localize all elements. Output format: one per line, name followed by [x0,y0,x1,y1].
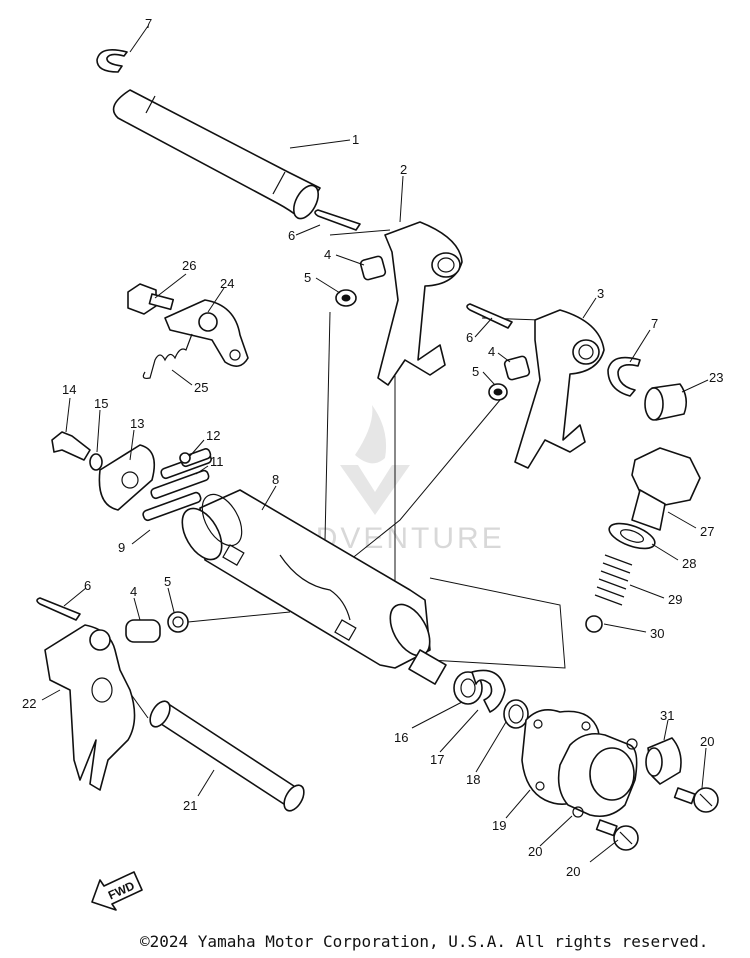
callout-5-middle: 5 [472,364,479,379]
callout-26: 26 [182,258,196,273]
collar-part [645,737,682,785]
cotter-pin-lower-part [36,597,81,621]
cover-part [557,732,638,818]
callout-21: 21 [183,798,197,813]
shaft-cap-part [644,383,688,421]
callout-15: 16 [394,730,408,745]
callout-4-middle: 4 [488,344,495,359]
callout-9: 9 [118,540,125,555]
callout-13: 14 [62,382,76,397]
callout-6-lower: 6 [84,578,91,593]
callout-10: 11 [210,454,224,469]
callout-17: 18 [466,772,480,787]
callout-2: 2 [400,162,407,177]
copyright-notice: ©2024 Yamaha Motor Corporation, U.S.A. A… [140,932,709,951]
callout-20-lower: 20 [566,864,580,879]
shift-fork-2-part [377,221,463,386]
shift-fork-shaft-lower-part [149,700,305,812]
callout-6-upper: 6 [288,228,295,243]
circlip-top-part [96,49,128,73]
callout-27: 27 [700,524,714,539]
callout-19: 20 [528,844,542,859]
callout-6-middle: 6 [466,330,473,345]
shift-fork-3-part [488,309,605,469]
callout-11: 12 [206,428,220,443]
callout-24: 24 [220,276,234,291]
callout-8: 8 [272,472,279,487]
callout-labels: 7 1 2 6 4 5 3 6 4 5 7 23 26 24 25 14 15 … [22,16,723,879]
callout-16: 17 [430,752,444,767]
cam-washers-part [453,669,529,729]
callout-20-upper: 20 [700,734,714,749]
callout-31: 31 [660,708,674,723]
circlip-right-part [607,356,641,397]
shift-fork-shaft-part [112,89,321,220]
callout-7-right: 7 [651,316,658,331]
callout-18: 19 [492,818,506,833]
guide-pin-upper-part [335,255,387,307]
callout-29: 29 [668,592,682,607]
callout-3: 3 [597,286,604,301]
callout-23: 23 [709,370,723,385]
callout-4-lower: 4 [130,584,137,599]
callout-4-upper: 4 [324,247,331,262]
callout-5-upper: 5 [304,270,311,285]
callout-30: 30 [650,626,664,641]
guide-pin-lower-part [125,611,189,643]
shift-pins-part [142,448,212,522]
cotter-pin-middle-part [466,303,513,329]
shift-cam-part [181,489,447,685]
callout-25: 25 [194,380,208,395]
callout-1: 1 [352,132,359,147]
screw-part [595,787,719,851]
callout-22: 22 [22,696,36,711]
stopper-lever-assembly-part [127,283,249,379]
segment-assembly-part [51,431,156,511]
callout-12: 13 [130,416,144,431]
leader-lines [41,25,709,863]
callout-7-top: 7 [145,16,152,31]
fwd-arrow: FWD [91,871,143,911]
callout-28: 28 [682,556,696,571]
cotter-pin-upper-part [314,209,361,231]
callout-14: 15 [94,396,108,411]
shift-fork-22-part [44,624,136,791]
detent-assembly-part [585,447,701,633]
callout-5-lower: 5 [164,574,171,589]
